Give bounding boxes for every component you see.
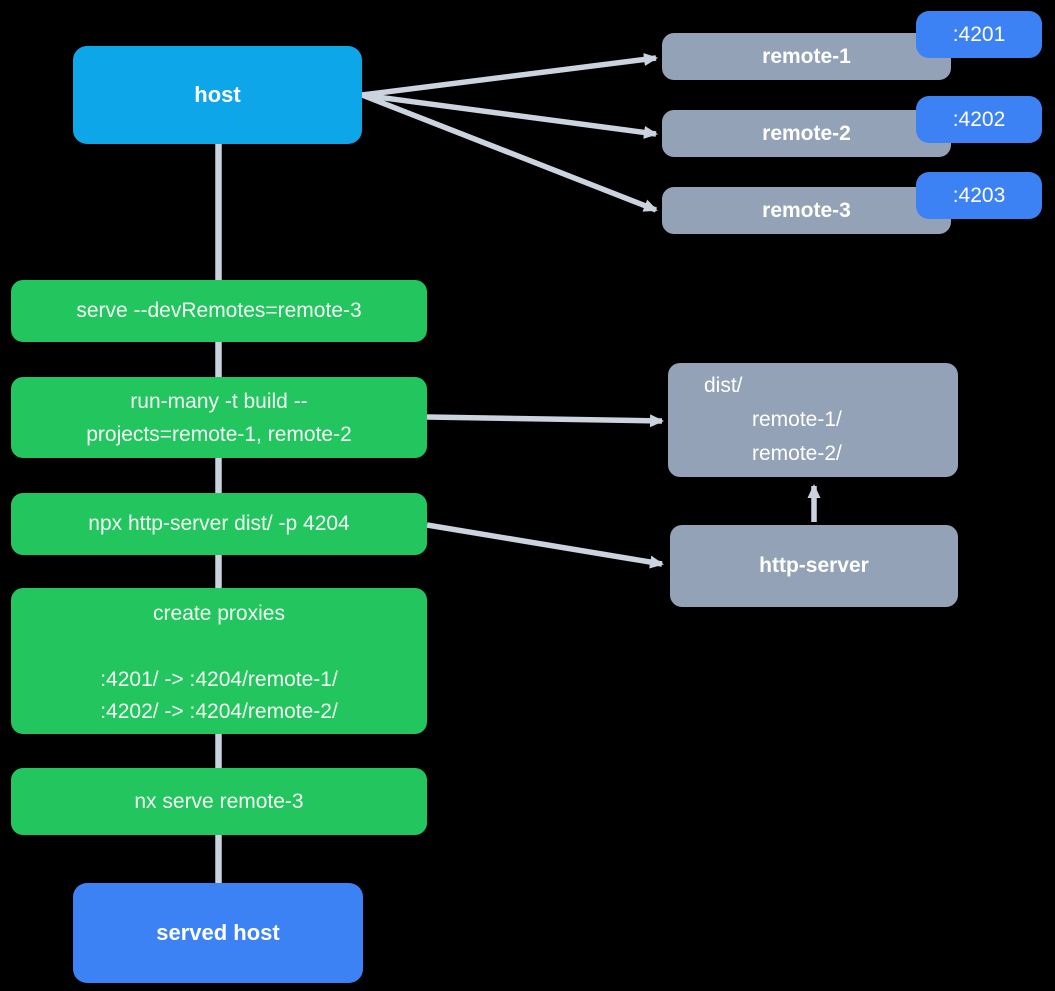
step-create-proxies: create proxies :4201/ -> :4204/remote-1/…	[11, 588, 427, 734]
node-remote-1: remote-1	[662, 33, 951, 80]
step-run-many-build: run-many -t build -- projects=remote-1, …	[11, 377, 427, 458]
step-http-label: npx http-server dist/ -p 4204	[88, 512, 350, 535]
port-4203-label: :4203	[952, 183, 1006, 207]
step-npx-http-server: npx http-server dist/ -p 4204	[11, 493, 427, 555]
served-host-label: served host	[156, 920, 280, 945]
arrow-http-cmd-to-http-server	[426, 522, 664, 569]
remote-3-label: remote-3	[762, 198, 851, 222]
remote-1-label: remote-1	[762, 44, 851, 68]
step-serve-dev-remotes: serve --devRemotes=remote-3	[11, 280, 427, 342]
dist-remote-2-label: remote-2/	[752, 442, 842, 465]
node-remote-3: remote-3	[662, 187, 951, 234]
port-badge-4201: :4201	[916, 11, 1042, 58]
dist-remote-1-label: remote-1/	[752, 408, 842, 431]
http-server-label: http-server	[759, 554, 869, 577]
port-4202-label: :4202	[952, 107, 1006, 131]
dist-folder-label: dist/	[704, 374, 743, 397]
port-badge-4202: :4202	[916, 96, 1042, 143]
step-nx-serve-label: nx serve remote-3	[134, 789, 304, 813]
arrow-host-to-remote-1	[361, 53, 658, 98]
node-served-host: served host	[73, 883, 363, 983]
step-build-line-1: run-many -t build --	[130, 389, 308, 413]
node-host: host	[73, 46, 362, 144]
proxy-rule-1: :4201/ -> :4204/remote-1/	[100, 668, 338, 691]
node-http-server: http-server	[670, 525, 958, 607]
proxy-rule-2: :4202/ -> :4204/remote-2/	[100, 700, 338, 723]
arrow-build-to-dist	[426, 414, 664, 428]
step-build-line-2: projects=remote-1, remote-2	[86, 422, 352, 446]
create-proxies-title: create proxies	[153, 602, 285, 625]
arrow-host-to-remote-3	[360, 92, 658, 213]
step-serve-label: serve --devRemotes=remote-3	[76, 299, 362, 322]
arrow-host-to-remote-2	[361, 92, 658, 139]
port-badge-4203: :4203	[916, 172, 1042, 219]
host-label: host	[194, 82, 241, 107]
node-dist-folder: dist/ remote-1/ remote-2/	[668, 363, 958, 477]
port-4201-label: :4201	[952, 22, 1006, 46]
remote-2-label: remote-2	[762, 121, 851, 145]
step-nx-serve-remote-3: nx serve remote-3	[11, 768, 427, 835]
node-remote-2: remote-2	[662, 110, 951, 157]
